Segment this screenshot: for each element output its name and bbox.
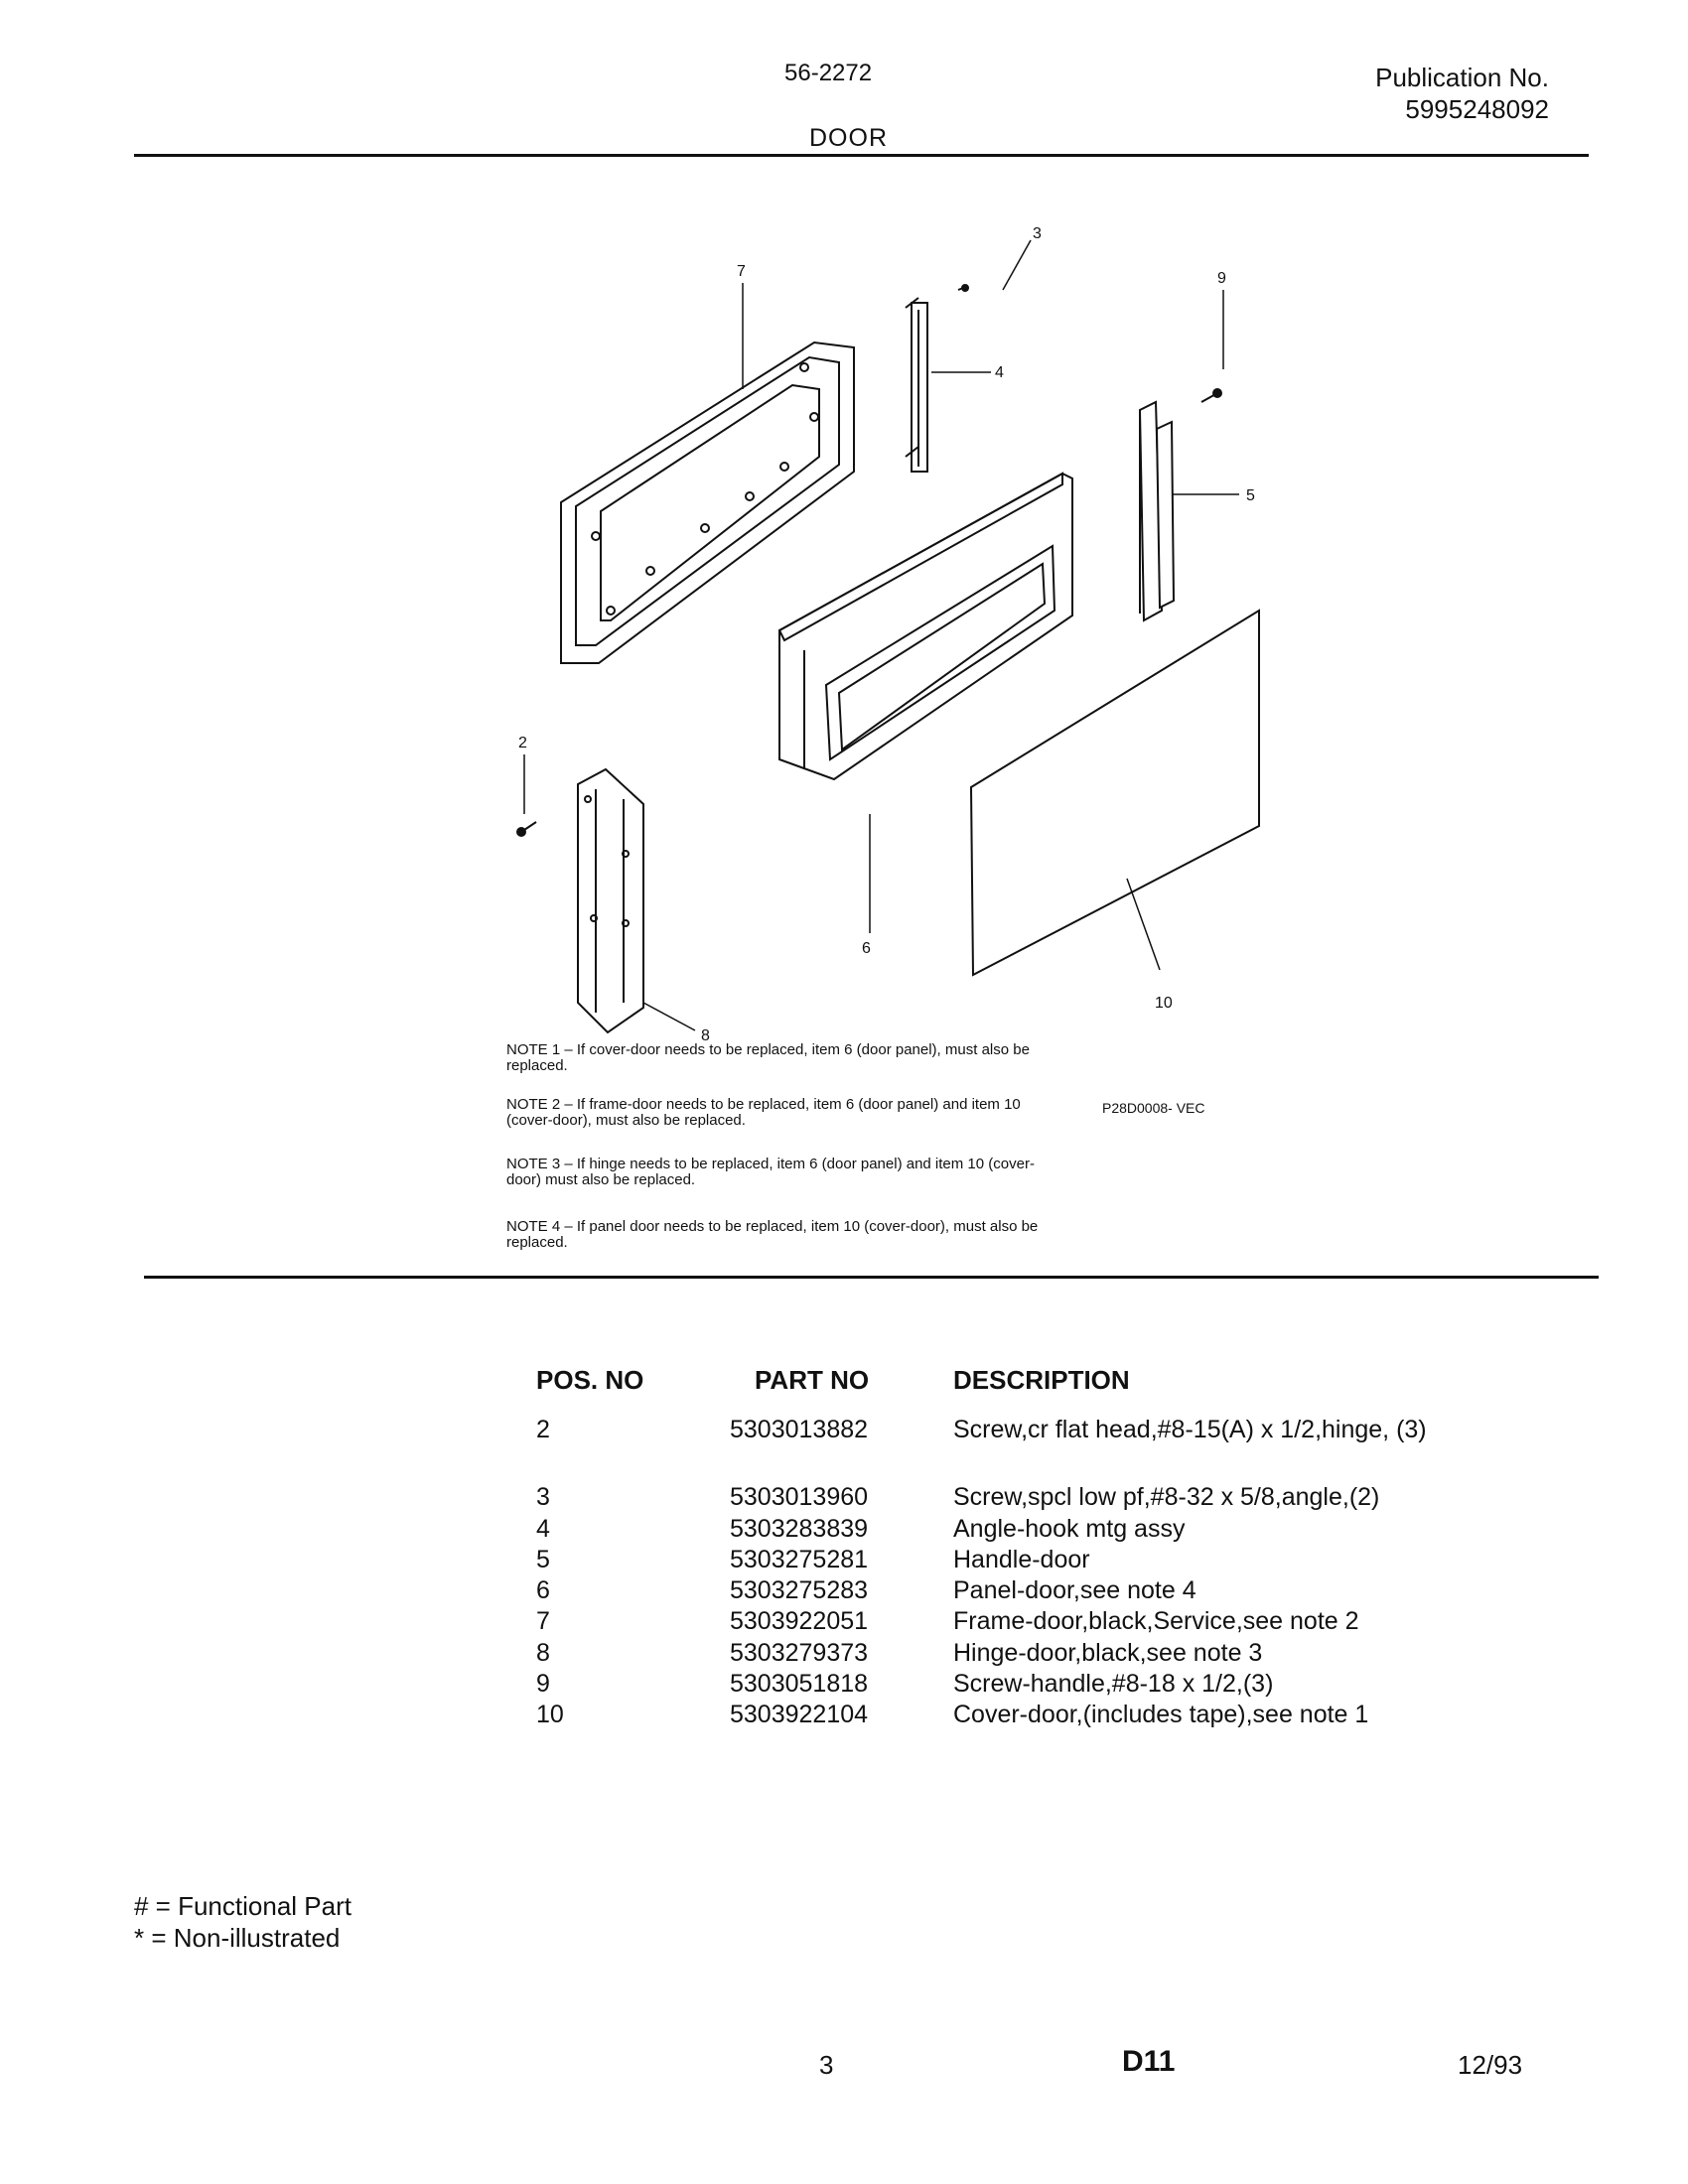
row-pos-no: 2 — [536, 1416, 550, 1443]
callout-4: 4 — [995, 364, 1004, 381]
row-description: Screw,spcl low pf,#8-32 x 5/8,angle,(2) — [953, 1483, 1380, 1511]
page-number: 3 — [819, 2050, 834, 2080]
row-part-no: 5303275283 — [730, 1576, 869, 1604]
note-1: NOTE 1 – If cover-door needs to be repla… — [506, 1041, 1030, 1074]
callout-10: 10 — [1155, 995, 1173, 1012]
note-3: NOTE 3 – If hinge needs to be replaced, … — [506, 1156, 1035, 1188]
row-part-no: 5303275281 — [730, 1546, 869, 1573]
hinge-door-drawing — [577, 767, 644, 1034]
row-description: Screw-handle,#8-18 x 1/2,(3) — [953, 1670, 1274, 1698]
legend-non-illustrated: * = Non-illustrated — [134, 1923, 341, 1953]
callout-9: 9 — [1217, 270, 1226, 287]
publication-number: 5995248092 — [1405, 94, 1549, 124]
row-pos-no: 5 — [536, 1546, 550, 1573]
row-part-no: 5303283839 — [730, 1515, 869, 1543]
model-number: 56-2272 — [784, 60, 873, 86]
row-part-no: 5303279373 — [730, 1639, 869, 1667]
row-description: Panel-door,see note 4 — [953, 1576, 1196, 1604]
row-pos-no: 7 — [536, 1607, 550, 1635]
row-pos-no: 4 — [536, 1515, 550, 1543]
exploded-parts-diagram: 7 3 4 9 5 2 6 8 10 — [516, 225, 1260, 1044]
angle-hook-drawing — [905, 297, 928, 473]
section-code: D11 — [1122, 2045, 1176, 2078]
row-part-no: 5303922104 — [730, 1701, 869, 1728]
publication-label: Publication No. — [1375, 63, 1549, 92]
header-part-no: PART NO — [755, 1365, 870, 1395]
row-pos-no: 10 — [536, 1701, 564, 1728]
section-rule — [144, 1276, 1599, 1279]
row-description: Screw,cr flat head,#8-15(A) x 1/2,hinge,… — [953, 1416, 1427, 1443]
header-rule — [134, 154, 1589, 157]
handle-door-drawing — [1138, 400, 1176, 622]
callout-2: 2 — [518, 735, 527, 751]
row-description: Frame-door,black,Service,see note 2 — [953, 1607, 1359, 1635]
header-pos-no: POS. NO — [536, 1365, 644, 1395]
cover-door-drawing — [969, 609, 1260, 977]
row-pos-no: 3 — [536, 1483, 550, 1511]
diagram-reference-code: P28D0008- VEC — [1102, 1100, 1205, 1116]
callout-3: 3 — [1033, 225, 1042, 242]
row-part-no: 5303013960 — [730, 1483, 869, 1511]
header-description: DESCRIPTION — [953, 1365, 1130, 1395]
callout-6: 6 — [862, 940, 871, 957]
note-2: NOTE 2 – If frame-door needs to be repla… — [506, 1096, 1021, 1129]
callout-5: 5 — [1246, 487, 1255, 504]
row-part-no: 5303013882 — [730, 1416, 869, 1443]
row-part-no: 5303051818 — [730, 1670, 869, 1698]
screw-2-drawing — [516, 821, 537, 837]
row-description: Hinge-door,black,see note 3 — [953, 1639, 1263, 1667]
frame-door-drawing — [560, 341, 855, 664]
section-title: DOOR — [809, 124, 888, 152]
row-part-no: 5303922051 — [730, 1607, 869, 1635]
revision-date: 12/93 — [1458, 2050, 1523, 2080]
publication-info: Publication No. 5995248092 — [1360, 62, 1549, 125]
note-4: NOTE 4 – If panel door needs to be repla… — [506, 1218, 1039, 1251]
row-pos-no: 8 — [536, 1639, 550, 1667]
row-description: Handle-door — [953, 1546, 1090, 1573]
row-pos-no: 6 — [536, 1576, 550, 1604]
row-description: Cover-door,(includes tape),see note 1 — [953, 1701, 1369, 1728]
legend-functional: # = Functional Part — [134, 1891, 352, 1921]
callout-8: 8 — [701, 1027, 710, 1044]
screw-3-drawing — [957, 284, 969, 292]
door-panel-drawing — [777, 472, 1073, 781]
row-pos-no: 9 — [536, 1670, 550, 1698]
callout-7: 7 — [737, 263, 746, 280]
screw-9-drawing — [1200, 388, 1222, 403]
row-description: Angle-hook mtg assy — [953, 1515, 1186, 1543]
